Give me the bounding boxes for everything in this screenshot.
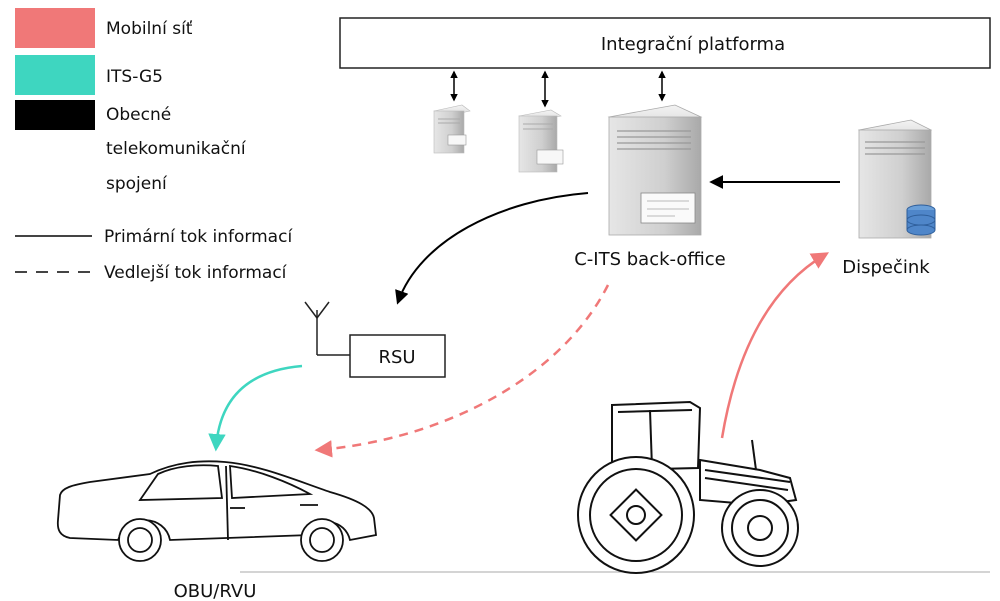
arrow-back-office-to-car [314, 284, 610, 458]
legend-label-secondary: Vedlejší tok informací [104, 263, 288, 283]
arrow-rsu-to-car [208, 364, 303, 452]
car-label: OBU/RVU [174, 581, 257, 601]
integration-platform-label: Integrační platforma [601, 34, 785, 55]
legend-label-general-1: Obecné [106, 105, 171, 125]
legend-label-its-g5: ITS-G5 [106, 67, 163, 87]
legend-swatch-its-g5 [15, 55, 95, 95]
arrow-back-office-to-rsu [395, 192, 589, 305]
legend-swatch-general [15, 100, 95, 130]
back-office-server-icon [607, 104, 703, 236]
arrow-tractor-to-dispatch [720, 252, 830, 439]
legend: Mobilní síť ITS-G5 Obecné telekomunikačn… [15, 8, 293, 283]
database-icon [906, 204, 936, 236]
legend-label-general-3: spojení [106, 174, 168, 194]
tractor-icon [577, 400, 799, 574]
dispatch-label: Dispečink [842, 257, 930, 278]
legend-label-general-2: telekomunikační [106, 139, 247, 159]
legend-swatch-mobile [15, 8, 95, 48]
legend-label-primary: Primární tok informací [104, 227, 293, 247]
legend-label-mobile: Mobilní síť [106, 19, 193, 39]
antenna-icon [304, 301, 350, 356]
server-icon [433, 104, 471, 154]
back-office-label: C-ITS back-office [574, 249, 726, 270]
car-icon [56, 460, 377, 562]
rsu-label: RSU [378, 347, 415, 368]
integration-platform: Integrační platforma [339, 17, 991, 69]
server-icon [518, 109, 564, 173]
rsu-box: RSU [349, 334, 446, 378]
